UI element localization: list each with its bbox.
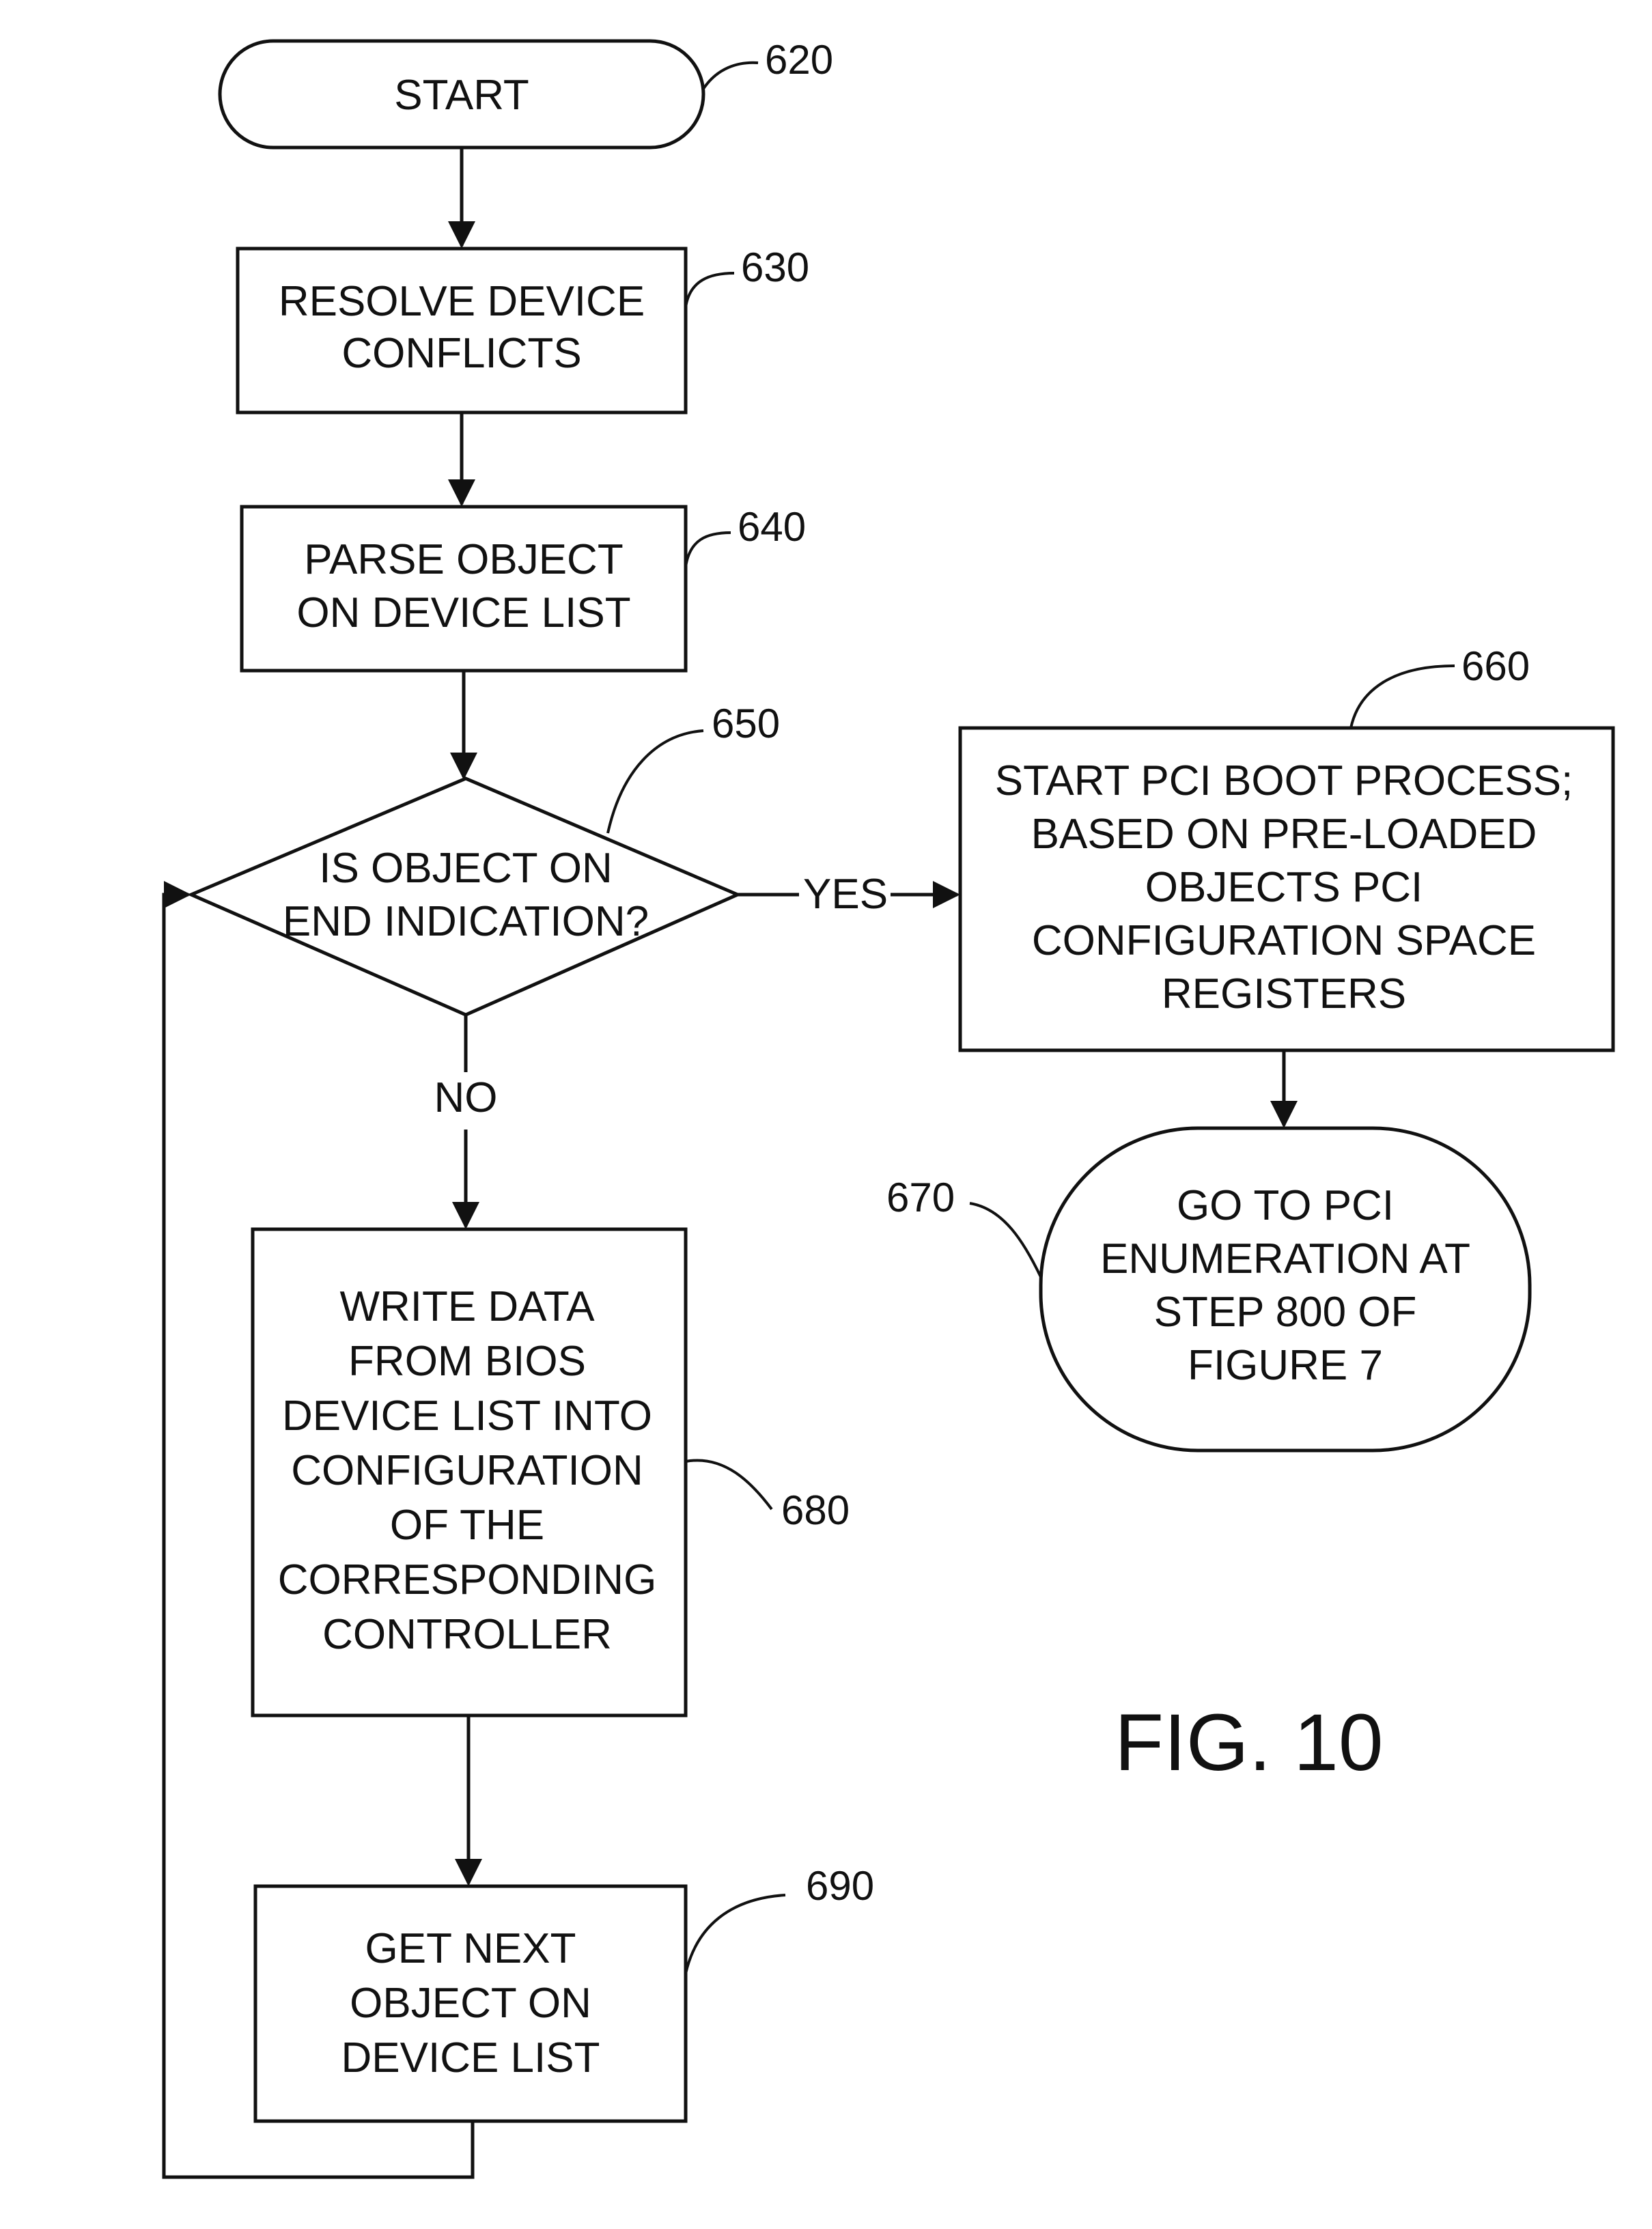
goto-enum-line-2: ENUMERATION AT [1100,1235,1470,1282]
ref-leader-660 [1351,666,1455,728]
get-next-line-2: OBJECT ON [350,1980,591,2027]
parse-node: PARSE OBJECT ON DEVICE LIST [242,507,686,671]
goto-enum-line-1: GO TO PCI [1177,1182,1394,1229]
pci-boot-line-2: BASED ON PRE-LOADED [1031,811,1537,858]
get-next-line-3: DEVICE LIST [341,2034,600,2081]
pci-boot-node: START PCI BOOT PROCESS; BASED ON PRE-LOA… [960,728,1613,1050]
write-data-line-4: CONFIGURATION [291,1447,643,1494]
ref-leader-670 [970,1203,1041,1277]
write-data-line-2: FROM BIOS [348,1338,586,1385]
goto-enum-node: GO TO PCI ENUMERATION AT STEP 800 OF FIG… [1041,1128,1530,1450]
write-data-node: WRITE DATA FROM BIOS DEVICE LIST INTO CO… [253,1229,686,1715]
write-data-line-6: CORRESPONDING [278,1556,657,1603]
ref-leader-640 [686,533,731,567]
pci-boot-line-1: START PCI BOOT PROCESS; [995,757,1573,804]
goto-enum-line-4: FIGURE 7 [1188,1342,1383,1389]
start-label: START [394,72,529,119]
ref-680: 680 [781,1487,850,1533]
decision-line-1: IS OBJECT ON [319,845,613,892]
write-data-line-5: OF THE [390,1502,544,1549]
goto-enum-line-3: STEP 800 OF [1154,1289,1417,1336]
write-data-line-7: CONTROLLER [322,1611,612,1658]
resolve-line-2: CONFLICTS [341,330,581,377]
ref-leader-620 [703,63,758,89]
ref-670: 670 [886,1175,955,1220]
ref-650: 650 [712,701,780,746]
ref-leader-680 [686,1460,772,1509]
write-data-line-1: WRITE DATA [339,1283,595,1330]
edge-label-no: NO [434,1074,498,1121]
start-node: START [220,41,703,148]
ref-660: 660 [1461,643,1530,689]
figure-label: FIG. 10 [1115,1698,1383,1788]
ref-leader-630 [686,273,734,307]
ref-leader-650 [608,731,703,833]
get-next-line-1: GET NEXT [365,1925,576,1972]
pci-boot-line-3: OBJECTS PCI [1145,864,1423,911]
ref-690: 690 [806,1863,874,1909]
edge-label-yes: YES [803,871,888,918]
parse-line-2: ON DEVICE LIST [296,589,630,636]
ref-630: 630 [741,244,809,290]
resolve-line-1: RESOLVE DEVICE [279,278,645,325]
get-next-node: GET NEXT OBJECT ON DEVICE LIST [255,1886,686,2121]
decision-line-2: END INDICATION? [283,898,649,945]
ref-leader-690 [686,1895,785,1974]
decision-node: IS OBJECT ON END INDICATION? [191,779,738,1015]
write-data-line-3: DEVICE LIST INTO [282,1392,652,1440]
resolve-node: RESOLVE DEVICE CONFLICTS [238,249,686,412]
pci-boot-line-4: CONFIGURATION SPACE [1032,917,1536,964]
pci-boot-line-5: REGISTERS [1162,970,1406,1018]
ref-640: 640 [738,504,806,550]
ref-620: 620 [765,37,833,83]
parse-line-1: PARSE OBJECT [304,536,623,583]
